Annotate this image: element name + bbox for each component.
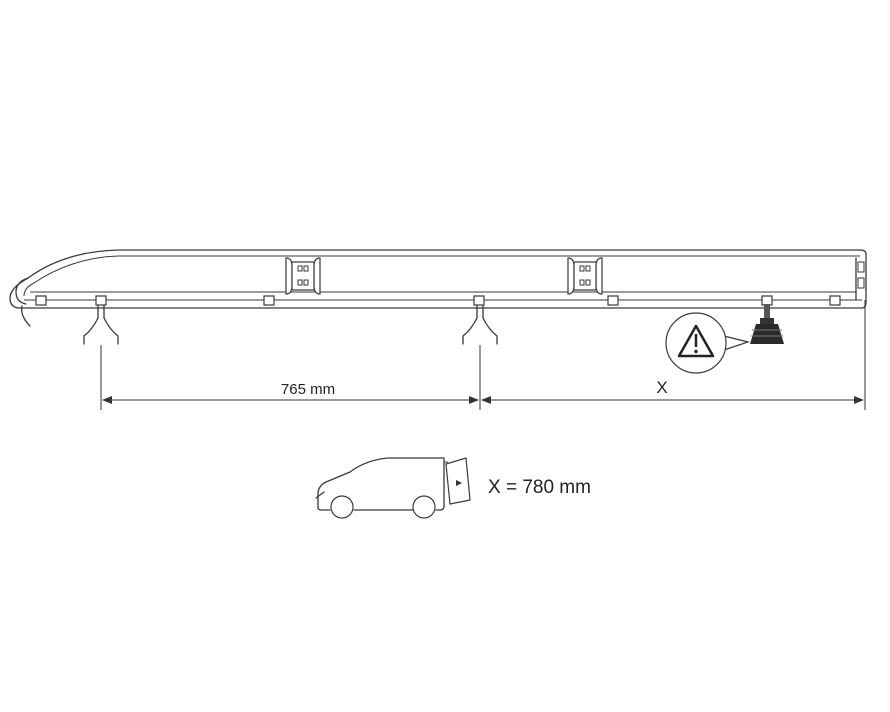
x-dimension-label: X [656, 378, 667, 397]
mounting-foot-icon [750, 304, 784, 344]
rail-connector [567, 257, 603, 295]
van-icon [315, 457, 471, 519]
warning-triangle-icon [677, 324, 715, 358]
warning-callout [665, 312, 751, 374]
dimension-lines [100, 300, 866, 410]
rail-connector [285, 257, 321, 295]
x-value-legend: X = 780 mm [488, 477, 591, 498]
foot-clamp-icon [83, 305, 119, 345]
roof-rail-drawing [9, 249, 867, 327]
foot-clamp-icon [462, 305, 498, 345]
span-dimension-label: 765 mm [281, 381, 335, 398]
